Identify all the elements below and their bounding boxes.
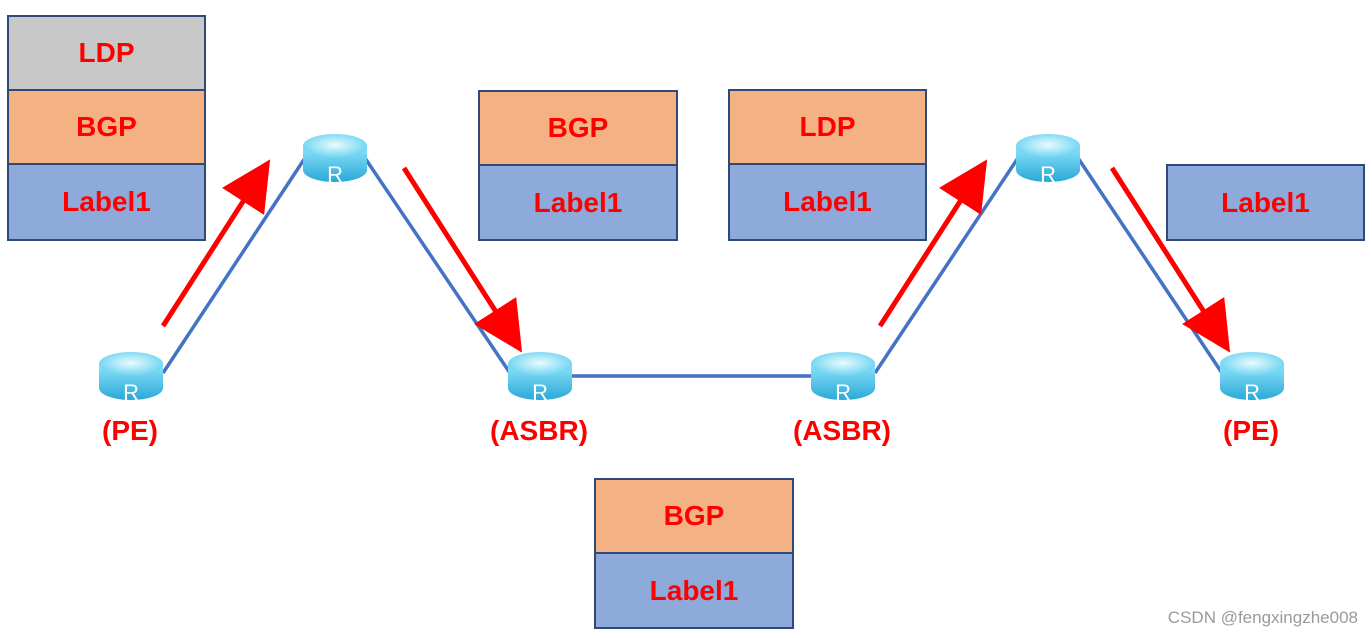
router-glyph: R — [835, 380, 851, 405]
router-icon-pe-left: R — [99, 352, 163, 405]
stack-cell-label1: Label1 — [1166, 164, 1365, 241]
node-label-pe-right: (PE) — [1223, 415, 1279, 446]
arrow-icon — [160, 159, 271, 328]
router-icon-asbr-left: R — [508, 352, 572, 405]
router-icon-pe-right: R — [1220, 352, 1284, 405]
node-label-asbr-left: (ASBR) — [490, 415, 588, 446]
node-label-pe-left: (PE) — [102, 415, 158, 446]
watermark: CSDN @fengxingzhe008 — [1167, 608, 1358, 627]
stack-cell-label1: Label1 — [7, 163, 206, 241]
arrow-icon — [401, 166, 523, 353]
link-asbr-right-to-p-right — [873, 157, 1020, 374]
stack-cell-label1: Label1 — [478, 164, 678, 241]
router-glyph: R — [123, 380, 139, 405]
router-icon-p-left: R — [303, 134, 367, 187]
router-glyph: R — [1244, 380, 1260, 405]
stack-cell-label1: Label1 — [728, 163, 927, 241]
link-pe-left-to-p-left — [161, 157, 307, 374]
stack-cell-bgp: BGP — [478, 90, 678, 166]
router-icon-asbr-right: R — [811, 352, 875, 405]
stack-cell-ldp: LDP — [728, 89, 927, 165]
arrow-icon — [1109, 166, 1231, 353]
router-glyph: R — [1040, 162, 1056, 187]
arrows — [160, 159, 1231, 353]
router-glyph: R — [532, 380, 548, 405]
label-stack-inter-asbr: BGP Label1 — [594, 478, 794, 629]
stack-cell-bgp: BGP — [7, 89, 206, 165]
label-stack-pe-right: Label1 — [1166, 164, 1365, 241]
stack-cell-label1: Label1 — [594, 552, 794, 629]
label-stack-pe-left: LDP BGP Label1 — [7, 15, 206, 241]
label-stack-asbr-right: LDP Label1 — [728, 89, 927, 241]
links — [161, 157, 1224, 378]
node-label-asbr-right: (ASBR) — [793, 415, 891, 446]
stack-cell-bgp: BGP — [594, 478, 794, 554]
router-glyph: R — [327, 162, 343, 187]
stack-cell-ldp: LDP — [7, 15, 206, 91]
label-stack-asbr-left: BGP Label1 — [478, 90, 678, 241]
router-icon-p-right: R — [1016, 134, 1080, 187]
arrow-icon — [877, 159, 988, 328]
